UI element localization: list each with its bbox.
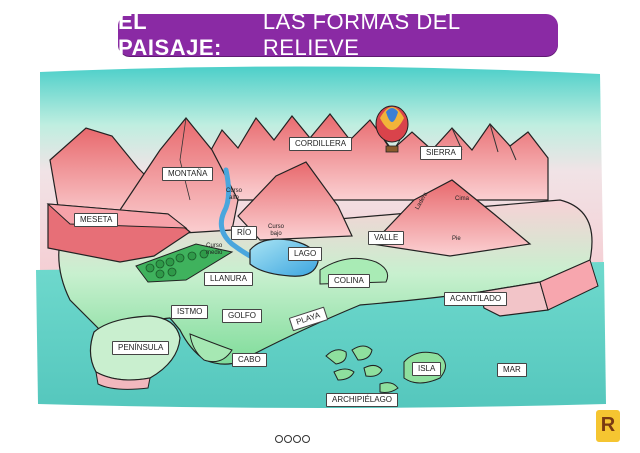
title-bold: EL PAISAJE: <box>118 9 255 61</box>
label-colina: COLINA <box>328 274 370 288</box>
label-archipielago: ARCHIPIÉLAGO <box>326 393 398 407</box>
footer-author: Francisco J. Franco Galvín <box>48 430 150 439</box>
footer: Francisco J. Franco Galvín RECURSOSEP ww… <box>0 428 640 453</box>
note-pie: Pie <box>452 236 461 243</box>
label-meseta: MESETA <box>74 213 118 227</box>
footer-brand: RECURSOSEP <box>318 430 374 439</box>
label-peninsula: PENÍNSULA <box>112 341 169 355</box>
label-lago: LAGO <box>288 247 322 261</box>
label-valle: VALLE <box>368 231 404 245</box>
note-cima: Cima <box>455 196 469 203</box>
footer-website-link[interactable]: www.recursosep.com <box>496 430 578 439</box>
label-montana: MONTAÑA <box>162 167 213 181</box>
label-sierra: SIERRA <box>420 146 462 160</box>
label-mar: MAR <box>497 363 527 377</box>
note-curso-bajo: Curso bajo <box>268 224 284 238</box>
label-cabo: CABO <box>232 353 267 367</box>
title-thin: LAS FORMAS DEL RELIEVE <box>263 9 558 61</box>
label-llanura: LLANURA <box>204 272 253 286</box>
label-acantilado: ACANTILADO <box>444 292 507 306</box>
recursosep-logo-icon: R <box>594 408 622 444</box>
cc-license-icon <box>274 430 312 440</box>
label-istmo: ISTMO <box>171 305 208 319</box>
note-curso-alto: Curso alto <box>226 188 242 202</box>
label-isla: ISLA <box>412 362 441 376</box>
label-rio: RÍO <box>231 226 257 240</box>
label-cordillera: CORDILLERA <box>289 137 352 151</box>
title-banner: EL PAISAJE: LAS FORMAS DEL RELIEVE <box>118 14 558 56</box>
note-curso-medio: Curso medio <box>206 243 222 257</box>
label-golfo: GOLFO <box>222 309 262 323</box>
